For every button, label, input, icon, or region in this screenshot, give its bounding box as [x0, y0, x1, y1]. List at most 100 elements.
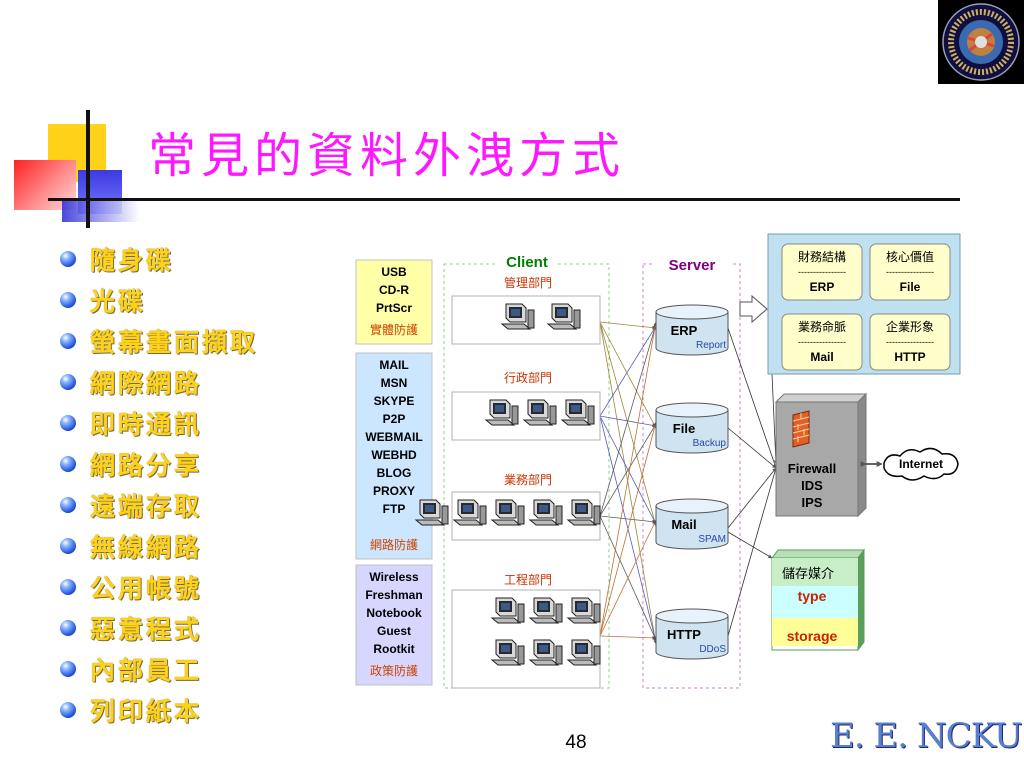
bullet-icon	[60, 332, 76, 349]
server-name: File	[673, 421, 695, 436]
protection-box	[355, 564, 433, 686]
department-group: 工程部門	[451, 570, 601, 689]
asset-value: ERP	[810, 280, 835, 294]
protection-caption: 網路防護	[370, 537, 418, 552]
protection-box	[355, 352, 433, 560]
protection-item: WEBHD	[371, 448, 417, 462]
asset-separator: ----------------	[798, 267, 846, 277]
bullet-item: 光碟	[60, 279, 258, 320]
computer-icon	[415, 499, 449, 526]
connection-line	[599, 519, 657, 637]
protection-item: WEBMAIL	[365, 430, 422, 444]
protection-caption: 實體防護	[370, 322, 418, 337]
protection-item: PROXY	[373, 484, 415, 498]
bullet-text: 列印紙本	[90, 696, 203, 726]
department-label: 業務部門	[504, 472, 552, 487]
title-underline	[48, 198, 960, 201]
protection-item: Wireless	[369, 570, 419, 584]
bullet-text: 公用帳號	[90, 573, 203, 603]
protection-item: P2P	[383, 412, 406, 426]
bullet-item: 無線網路	[60, 525, 258, 566]
bullet-icon	[60, 496, 76, 513]
connection-line	[599, 325, 657, 417]
bullet-item: 網路分享	[60, 443, 258, 484]
connection-line	[727, 427, 777, 469]
bullet-item: 公用帳號	[60, 566, 258, 607]
asset-separator: ----------------	[886, 337, 934, 347]
server-name: Mail	[671, 517, 696, 532]
asset-value: HTTP	[894, 350, 925, 364]
bullet-item: 螢幕畫面擷取	[60, 320, 258, 361]
bullet-icon	[60, 537, 76, 554]
server-name: HTTP	[667, 627, 701, 642]
bullet-item: 即時通訊	[60, 402, 258, 443]
client-label: Client	[506, 254, 548, 271]
connection-line	[599, 321, 657, 429]
connection-line	[599, 635, 657, 640]
protection-item: Freshman	[365, 588, 422, 602]
protection-item: MSN	[381, 376, 408, 390]
bullet-text: 網際網路	[90, 368, 203, 398]
database-icon	[655, 304, 729, 320]
bullet-item: 內部員工	[60, 648, 258, 689]
connection-line	[599, 321, 658, 637]
database-icon	[655, 402, 729, 418]
connection-line	[599, 323, 657, 517]
server-name: ERP	[671, 323, 698, 338]
bullet-item: 遠端存取	[60, 484, 258, 525]
asset-label: 業務命脈	[798, 319, 846, 334]
logo-emblem	[938, 0, 1024, 84]
protection-item: SKYPE	[374, 394, 415, 408]
protection-item: Guest	[377, 624, 411, 638]
server-sub: Report	[696, 340, 726, 351]
asset-label: 企業形象	[886, 319, 934, 334]
connection-line	[599, 515, 657, 524]
server-sub: Backup	[693, 438, 727, 449]
bullet-icon	[60, 619, 76, 636]
server-db: ERP Report	[655, 304, 729, 356]
asset-value: Mail	[810, 350, 833, 364]
department-group: 管理部門	[451, 273, 601, 345]
connection-line	[727, 327, 777, 469]
server-sub: SPAM	[698, 534, 726, 545]
bullet-item: 隨身碟	[60, 238, 258, 279]
protection-item: Rootkit	[373, 642, 414, 656]
storage-storage: storage	[787, 628, 838, 644]
protection-item: FTP	[383, 502, 406, 516]
department-group: 業務部門	[415, 470, 601, 541]
asset-value: File	[900, 280, 921, 294]
bullet-icon	[60, 660, 76, 677]
asset-label: 財務結構	[798, 249, 846, 264]
storage-media: 儲存媒介 type storage	[771, 548, 865, 652]
asset-cell: 核心價值----------------File	[869, 243, 951, 301]
protection-item: BLOG	[377, 466, 412, 480]
connection-line	[727, 467, 777, 529]
asset-cell: 業務命脈----------------Mail	[781, 313, 863, 371]
database-icon	[655, 608, 729, 624]
department-label: 管理部門	[504, 275, 552, 290]
bullet-icon	[60, 701, 76, 718]
bullet-item: 網際網路	[60, 361, 258, 402]
bullet-text: 隨身碟	[90, 245, 175, 275]
protection-caption: 政策防護	[370, 663, 418, 678]
department-group: 行政部門	[451, 368, 601, 441]
bullet-text: 遠端存取	[90, 491, 203, 521]
protection-item: PrtScr	[376, 301, 412, 315]
asset-arrow	[739, 294, 768, 324]
protection-group: MAILMSNSKYPEP2PWEBMAILWEBHDBLOGPROXYFTP網…	[355, 352, 433, 560]
storage-title: 儲存媒介	[782, 566, 834, 581]
bullet-text: 惡意程式	[90, 614, 203, 644]
bullet-item: 惡意程式	[60, 607, 258, 648]
bullet-icon	[60, 414, 76, 431]
firewall-line: IDS	[801, 478, 823, 493]
protection-item: CD-R	[379, 283, 409, 297]
connection-line	[771, 373, 778, 465]
bullet-icon	[60, 291, 76, 308]
leak-diagram: Client Server USBCD-RPrtScr實體防護MAILMSNSK…	[355, 233, 961, 689]
asset-cell: 財務結構 ---------------- ERP	[781, 243, 863, 301]
bullet-text: 螢幕畫面擷取	[90, 327, 259, 357]
